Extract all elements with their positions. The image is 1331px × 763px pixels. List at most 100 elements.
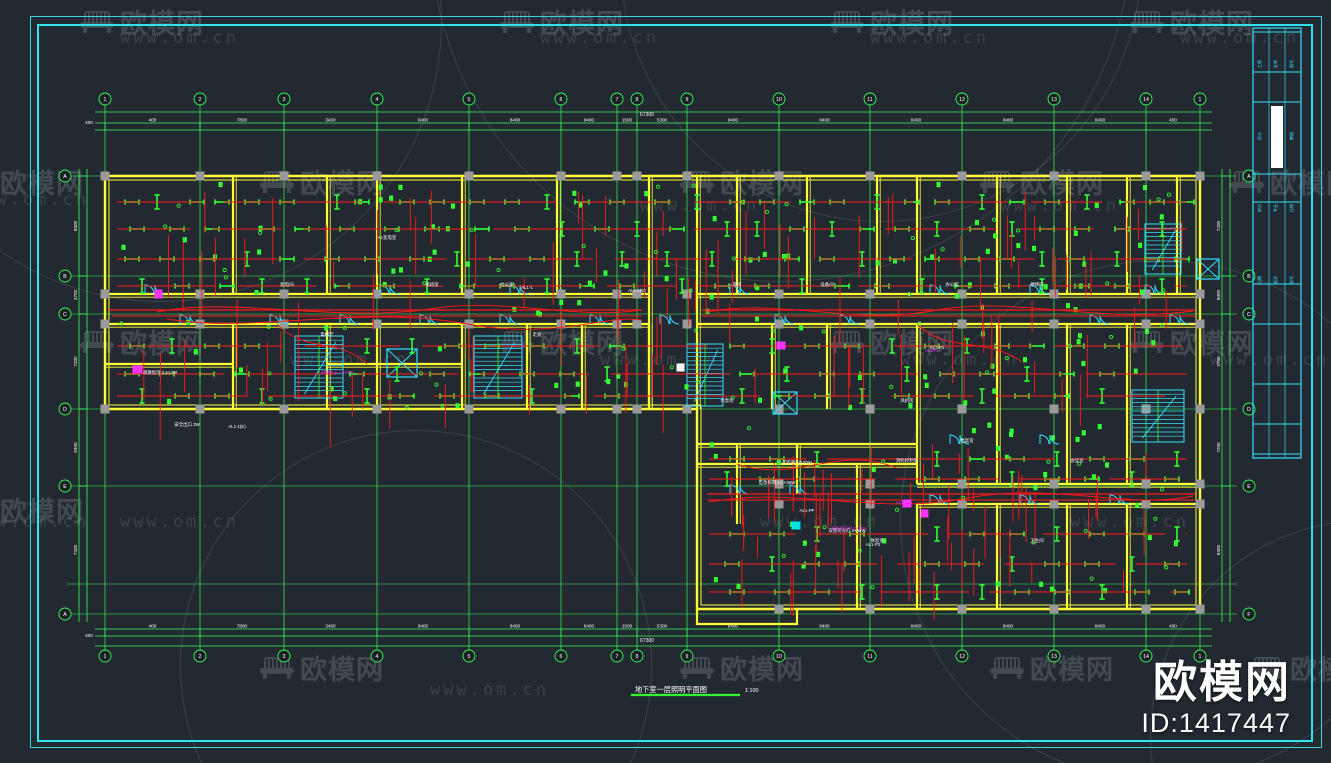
circuit-junction (871, 586, 874, 589)
dimension-text: 8400 (1216, 544, 1221, 555)
title-block-cell: 设计 (1256, 132, 1263, 140)
lighting-fixture[interactable] (1009, 222, 1014, 236)
wall-switch (254, 290, 258, 295)
wall-switch (758, 398, 762, 403)
annotation-text: 办公室 (500, 281, 514, 288)
grid-bubble-label: 6 (560, 97, 563, 103)
lighting-fixture[interactable] (835, 283, 849, 288)
dimension-text: 3400 (325, 623, 336, 628)
annotation-text: 配电箱 1/100W (782, 459, 812, 466)
structural-column (1050, 605, 1059, 614)
wall-switch (736, 584, 740, 589)
annotation-text: 办公室 (945, 281, 959, 288)
grid-bubble-label: 13 (1051, 654, 1057, 660)
circuit-junction (1165, 566, 1168, 569)
grid-bubble-label: A (63, 174, 67, 180)
wall-switch (1082, 430, 1086, 435)
lighting-fixture[interactable] (1039, 252, 1044, 266)
wall-switch (1174, 541, 1178, 546)
grid-bubble-label: 1 (1199, 97, 1202, 103)
wall-switch (399, 267, 403, 272)
lighting-fixture[interactable] (970, 456, 984, 461)
circuit-junction (269, 397, 272, 400)
wall-switch (259, 226, 263, 231)
dimension-text: 8400 (510, 623, 521, 628)
structural-column (1196, 320, 1205, 329)
dimension-text: 400 (149, 623, 157, 628)
lighting-fixture[interactable] (1174, 527, 1179, 541)
title-block (1253, 28, 1301, 458)
wall-switch (379, 184, 383, 189)
grid-bubble-label: 8 (636, 97, 639, 103)
wall-switch (875, 260, 879, 265)
grid-bubble-label: E (1247, 484, 1251, 490)
wall-switch (1044, 284, 1048, 289)
grid-bubble-label: 7 (616, 654, 619, 660)
dimension-text: 1500 (622, 117, 633, 122)
wall-switch (559, 300, 563, 305)
wall-switch (816, 552, 820, 557)
grid-bubble-label: 2 (199, 97, 202, 103)
distribution-panel (155, 290, 162, 298)
dimension-text: 8400 (418, 117, 429, 122)
circuit-junction (1106, 282, 1109, 285)
title-block-cell: 张号 (1288, 276, 1295, 284)
leader-label: 双管荧光灯 2×36W (831, 525, 867, 532)
dimension-text: 6000 (1216, 289, 1221, 300)
circuit-junction (177, 204, 180, 207)
wall-switch (1043, 472, 1047, 477)
lighting-fixture[interactable] (934, 527, 939, 541)
structural-column (373, 172, 382, 181)
wall-switch (1023, 357, 1027, 362)
dimension-text: 3700 (73, 289, 78, 300)
structural-column (1142, 405, 1151, 414)
wall-switch (1081, 361, 1085, 366)
wall-switch (968, 282, 972, 287)
wall-switch (930, 254, 934, 259)
lighting-fixture[interactable] (475, 226, 489, 231)
structural-column (958, 605, 967, 614)
dimension-text: 8400 (1095, 117, 1106, 122)
lighting-fixture[interactable] (979, 585, 984, 599)
dimension-text: 8400 (1095, 623, 1106, 628)
structural-column (101, 405, 110, 414)
structural-column (958, 290, 967, 299)
lighting-fixture[interactable] (740, 371, 754, 376)
grid-bubble-label: 13 (1051, 97, 1057, 103)
circuit-junction (419, 372, 422, 375)
lighting-fixture[interactable] (979, 389, 984, 403)
door-symbol[interactable] (730, 485, 749, 494)
circuit-junction (747, 427, 750, 430)
title-block-cell: 比例 (1288, 204, 1295, 212)
structural-column (196, 172, 205, 181)
annotation-text: 会议室 (1070, 457, 1084, 464)
lighting-fixture[interactable] (1054, 452, 1059, 466)
structural-column (866, 290, 875, 299)
title-block-highlight (1271, 106, 1283, 168)
door-symbol[interactable] (660, 315, 679, 324)
dimension-text: 400 (149, 117, 157, 122)
circuit-branch-curve (917, 324, 1022, 362)
wall-switch (1077, 339, 1081, 344)
lighting-fixture[interactable] (454, 252, 459, 266)
structural-column (1142, 500, 1151, 509)
structural-column (866, 172, 875, 181)
annotation-text: 值班室 (425, 281, 439, 288)
grid-bubble-label: 11 (867, 97, 872, 103)
circuit-branch-curve (277, 324, 367, 364)
floor-plan-drawing[interactable]: 1234567891011121314112345678910111213141… (37, 24, 1309, 738)
circuit-junction (895, 508, 898, 511)
lighting-fixture[interactable] (409, 339, 414, 353)
wall-switch (389, 196, 393, 201)
wall-switch (1033, 485, 1037, 490)
wall-switch (710, 442, 714, 447)
wall-switch (1098, 424, 1102, 429)
wall-switch (644, 191, 648, 196)
lighting-fixture[interactable] (1010, 199, 1024, 204)
grid-bubble-label: C (1247, 312, 1251, 318)
circuit-junction (732, 257, 735, 260)
title-block-cell: 工程 (1256, 59, 1263, 68)
lighting-fixture[interactable] (280, 256, 294, 261)
wall-switch (1039, 582, 1043, 587)
door-symbol[interactable] (1040, 435, 1059, 444)
